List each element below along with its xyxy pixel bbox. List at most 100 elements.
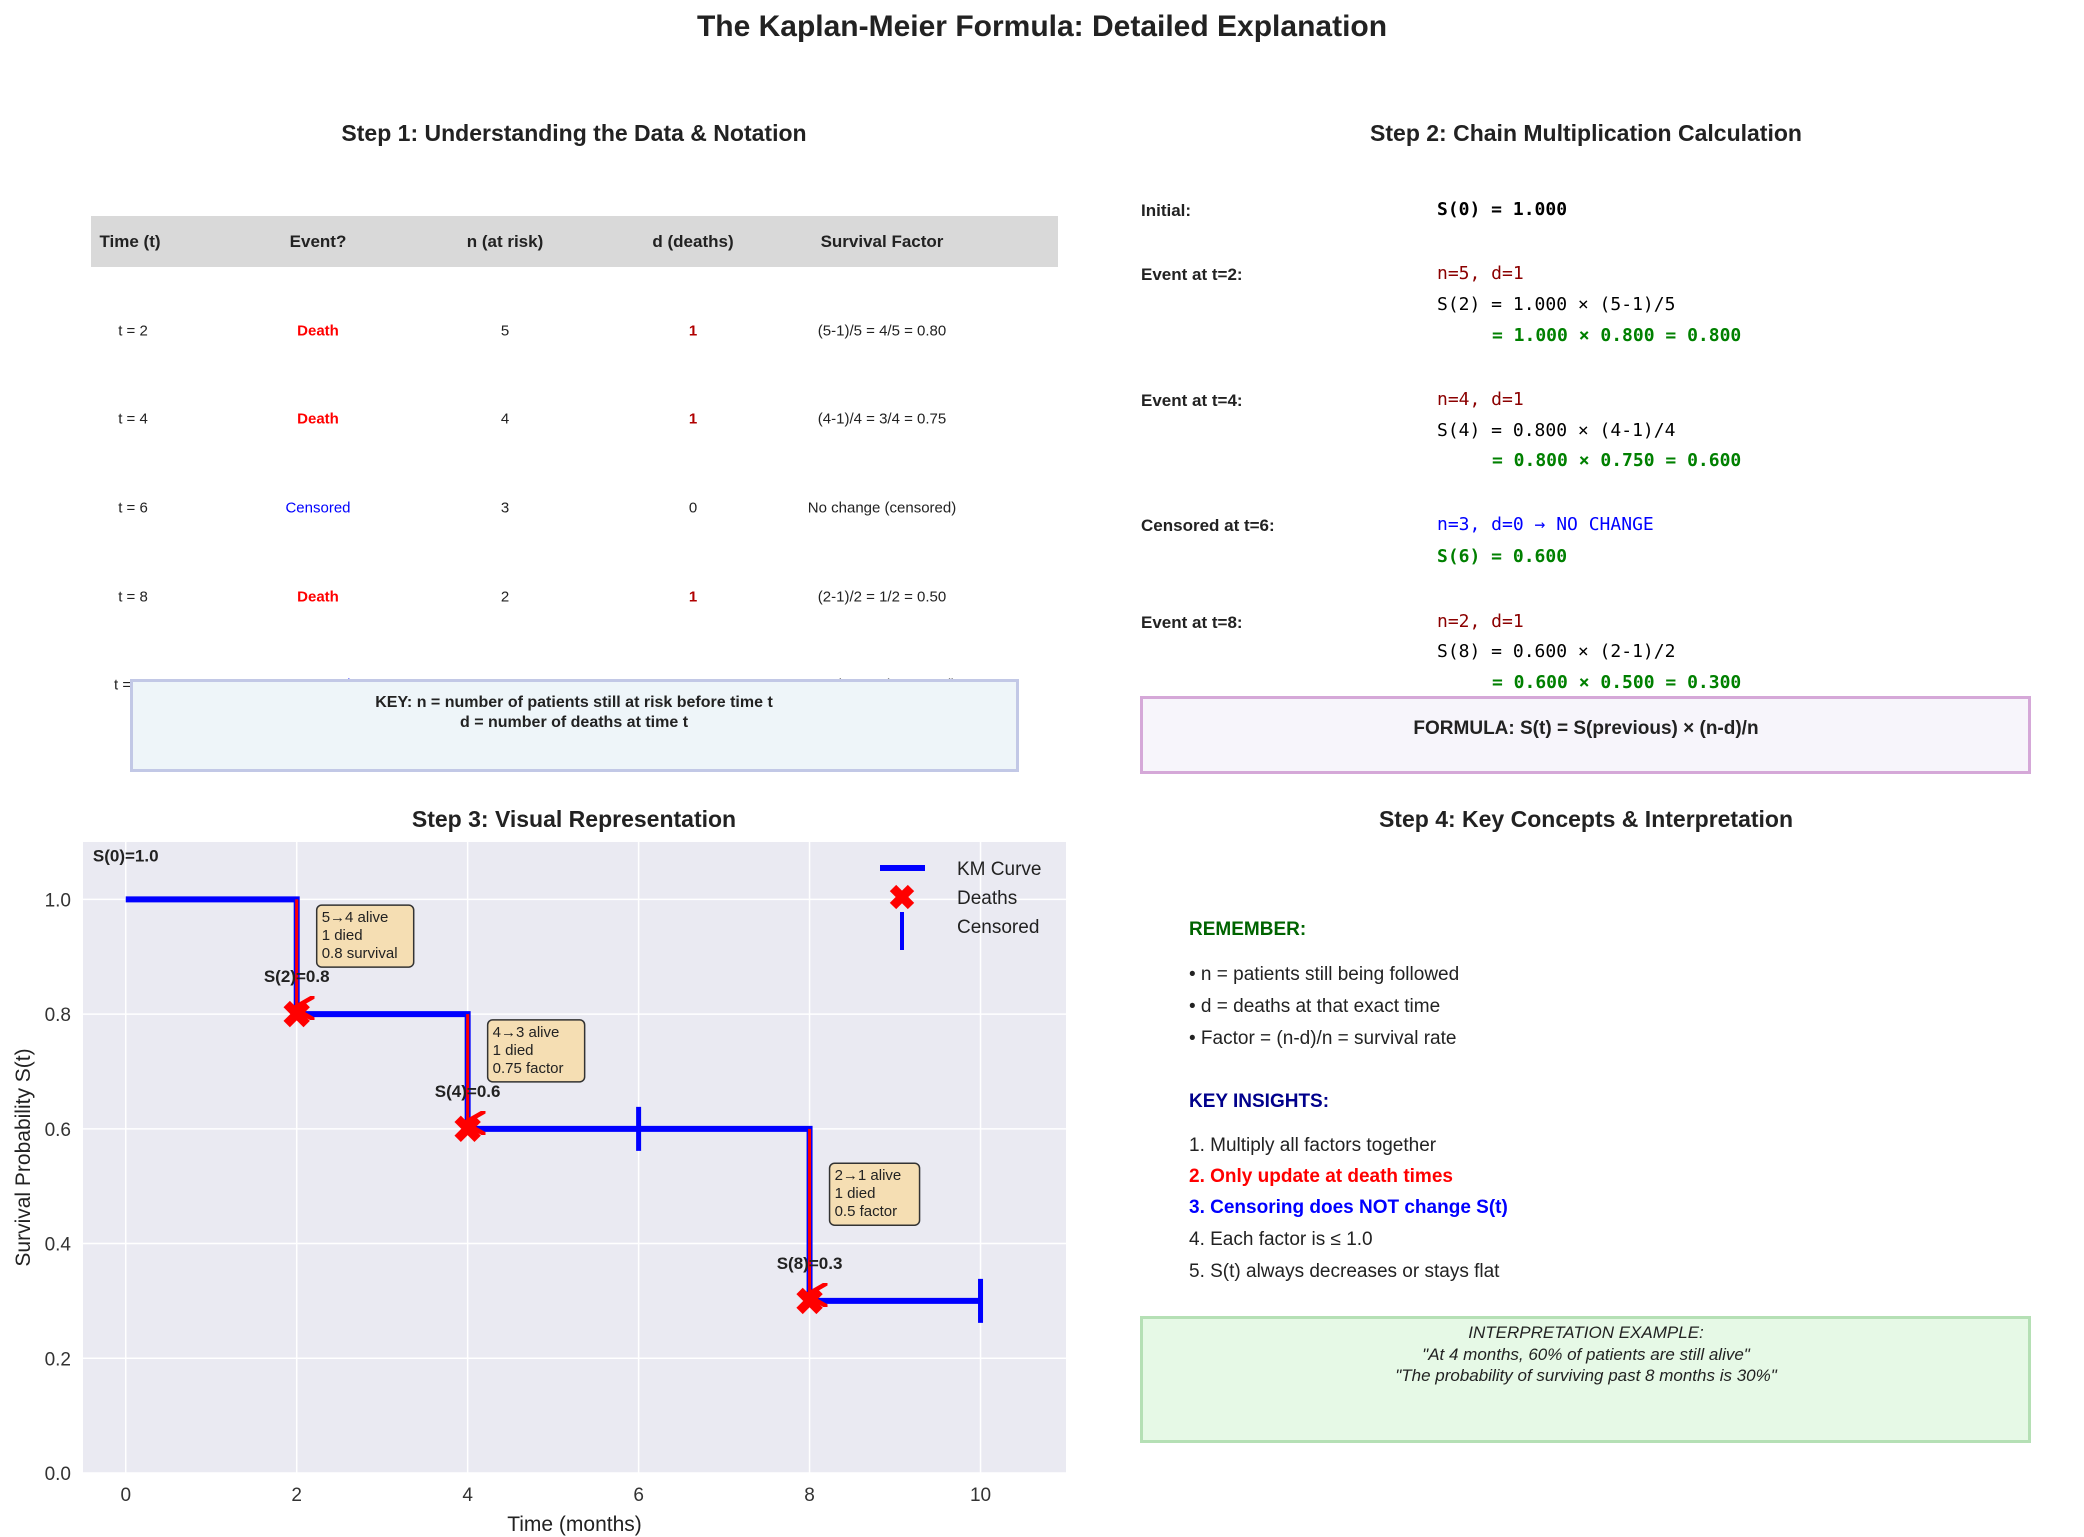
event-t2-calc: S(2) = 1.000 × (5-1)/5 (1437, 294, 1676, 315)
x-tick-label: 0 (120, 1485, 131, 1506)
insight-item: 3. Censoring does NOT change S(t) (1189, 1197, 1508, 1218)
event-t4-nd: n=4, d=1 (1437, 389, 1524, 410)
formula-box (1140, 696, 2031, 774)
table-header-cell: Survival Factor (820, 232, 944, 251)
table-header-cell: Time (t) (99, 232, 161, 251)
table-cell-event: Death (297, 322, 339, 340)
legend-entry: KM Curve (957, 859, 1041, 880)
y-axis-label: Survival Probability S(t) (12, 1048, 35, 1266)
table-cell-d: 1 (688, 588, 698, 606)
annotation-text: 2→1 alive (835, 1167, 902, 1184)
interpretation-line: "The probability of surviving past 8 mon… (1395, 1366, 1777, 1385)
event-t2-nd: n=5, d=1 (1437, 263, 1524, 284)
key-line-1: KEY: n = number of patients still at ris… (375, 694, 773, 711)
remember-item: • Factor = (n-d)/n = survival rate (1189, 1028, 1457, 1049)
event-t8-label: Event at t=8: (1141, 613, 1243, 632)
event-t2-result: = 1.000 × 0.800 = 0.800 (1492, 325, 1742, 346)
table-cell-factor: (2-1)/2 = 1/2 = 0.50 (817, 588, 947, 606)
annotation-text: 0.5 factor (835, 1203, 898, 1220)
event-t4-label: Event at t=4: (1141, 391, 1243, 410)
survival-point-label: S(0)=1.0 (93, 846, 159, 865)
formula-text: FORMULA: S(t) = S(previous) × (n-d)/n (1413, 718, 1759, 739)
table-header-cell: d (deaths) (652, 232, 734, 251)
death-marker (796, 1287, 823, 1315)
key-line-2: d = number of deaths at time t (459, 714, 689, 731)
table-cell-d: 0 (688, 499, 698, 517)
table-header-cell: Event? (289, 232, 347, 251)
remember-item: • n = patients still being followed (1189, 964, 1460, 985)
y-tick-label: 0.8 (45, 1005, 71, 1026)
event-t2-label: Event at t=2: (1141, 265, 1243, 284)
y-tick-label: 0.4 (45, 1235, 72, 1256)
annotation-text: 0.8 survival (322, 945, 398, 962)
step2-title: Step 2: Chain Multiplication Calculation (1370, 120, 1802, 146)
x-tick-label: 8 (804, 1485, 815, 1506)
remember-heading: REMEMBER: (1189, 919, 1307, 940)
table-cell-time: t = 4 (118, 410, 148, 428)
death-marker (454, 1115, 481, 1143)
legend-death-swatch (889, 884, 915, 910)
event-t8-nd: n=2, d=1 (1437, 611, 1524, 632)
table-cell-factor: No change (censored) (807, 499, 957, 517)
table-cell-n: 3 (500, 499, 510, 517)
insight-item: 1. Multiply all factors together (1189, 1135, 1437, 1156)
step1-title: Step 1: Understanding the Data & Notatio… (341, 120, 807, 146)
step4-title: Step 4: Key Concepts & Interpretation (1378, 806, 1794, 832)
x-tick-label: 2 (291, 1485, 302, 1506)
x-tick-label: 6 (633, 1485, 644, 1506)
table-cell-event: Death (297, 588, 339, 606)
key-box (130, 679, 1019, 772)
figure-title: The Kaplan-Meier Formula: Detailed Expla… (696, 10, 1388, 43)
table-cell-event: Death (297, 410, 339, 428)
y-tick-label: 1.0 (45, 890, 71, 911)
annotation-text: 1 died (493, 1042, 534, 1059)
table-header-cell: n (at risk) (466, 232, 544, 251)
annotation-box (486, 1019, 586, 1083)
x-tick-label: 4 (462, 1485, 473, 1506)
censored-t6-result: S(6) = 0.600 (1437, 546, 1568, 567)
insights-heading: KEY INSIGHTS: (1189, 1091, 1330, 1112)
table-cell-d: 1 (688, 410, 698, 428)
initial-value: S(0) = 1.000 (1437, 199, 1568, 220)
initial-label: Initial: (1141, 201, 1192, 220)
annotation-text: 1 died (322, 927, 363, 944)
table-cell-n: 5 (500, 322, 510, 340)
event-t8-result: = 0.600 × 0.500 = 0.300 (1492, 672, 1742, 693)
table-cell-factor: (4-1)/4 = 3/4 = 0.75 (817, 410, 947, 428)
annotation-box (828, 1162, 921, 1226)
event-t8-calc: S(8) = 0.600 × (2-1)/2 (1437, 641, 1676, 662)
annotation-box (315, 904, 415, 968)
event-t4-calc: S(4) = 0.800 × (4-1)/4 (1437, 420, 1676, 441)
annotation-text: 5→4 alive (322, 909, 389, 926)
y-tick-label: 0.2 (45, 1349, 71, 1370)
interpretation-line: "At 4 months, 60% of patients are still … (1422, 1345, 1750, 1364)
table-cell-time: t = 2 (118, 322, 148, 340)
annotation-text: 0.75 factor (493, 1060, 564, 1077)
survival-point-label: S(8)=0.3 (777, 1254, 843, 1273)
event-t4-result: = 0.800 × 0.750 = 0.600 (1492, 450, 1742, 471)
legend-entry: Censored (957, 917, 1039, 938)
remember-item: • d = deaths at that exact time (1189, 996, 1441, 1017)
table-cell-time: t = 8 (118, 588, 148, 606)
table-cell-n: 4 (500, 410, 510, 428)
annotation-text: 1 died (835, 1185, 876, 1202)
death-marker (283, 1000, 310, 1028)
censored-t6-label: Censored at t=6: (1141, 516, 1275, 535)
table-cell-time: t = 6 (118, 499, 148, 517)
legend-entry: Deaths (957, 888, 1017, 909)
table-header-bg (91, 216, 1058, 267)
insight-item: 5. S(t) always decreases or stays flat (1189, 1261, 1500, 1282)
survival-point-label: S(2)=0.8 (264, 967, 330, 986)
annotation-text: 4→3 alive (493, 1024, 560, 1041)
censored-t6-nd: n=3, d=0 → NO CHANGE (1437, 514, 1654, 535)
table-cell-event: Censored (285, 499, 351, 517)
interpretation-heading: INTERPRETATION EXAMPLE: (1468, 1323, 1704, 1342)
x-axis-label: Time (months) (507, 1513, 642, 1536)
survival-point-label: S(4)=0.6 (435, 1082, 501, 1101)
table-cell-n: 2 (500, 588, 510, 606)
y-tick-label: 0.0 (45, 1464, 71, 1485)
y-tick-label: 0.6 (45, 1120, 71, 1141)
insight-item: 4. Each factor is ≤ 1.0 (1189, 1229, 1373, 1250)
